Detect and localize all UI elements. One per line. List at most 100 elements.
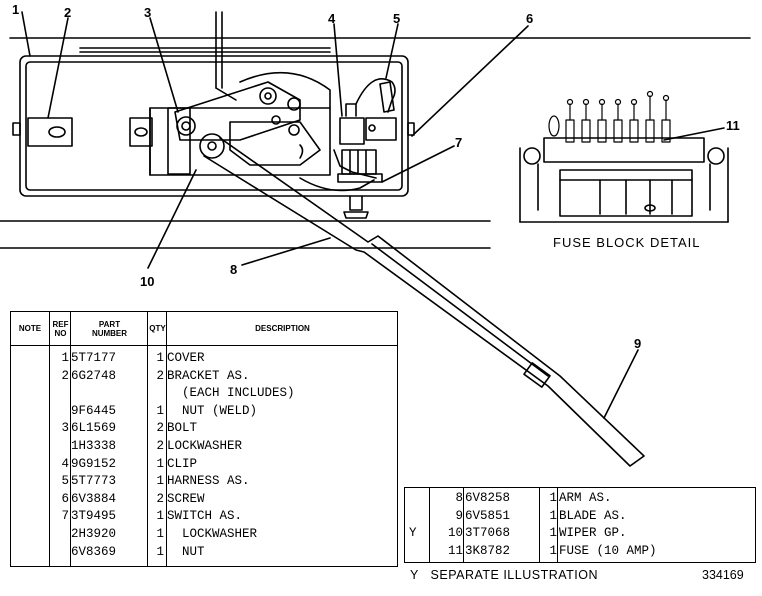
header-part-number: PART NUMBER xyxy=(91,319,128,338)
qty-cell: 1 xyxy=(549,543,557,558)
callout-2: 2 xyxy=(64,5,71,20)
callout-9: 9 xyxy=(634,336,641,351)
qty-cell: 1 xyxy=(156,544,164,559)
callout-4: 4 xyxy=(328,11,336,26)
ref-no-cell: 5 xyxy=(61,474,69,489)
part-number-cell: 6V3884 xyxy=(71,491,117,506)
header-qty: QTY xyxy=(149,324,166,333)
ref-no-cell: 1 xyxy=(61,351,69,365)
header-description: DESCRIPTION xyxy=(255,324,310,333)
part-number-cell: 5T7773 xyxy=(71,474,117,489)
description-cell: LOCKWASHER xyxy=(167,527,258,541)
parts-list-header: NOTE REF NO PART NUMBER QTY DESCRIPTION xyxy=(11,312,397,346)
callout-10: 10 xyxy=(140,274,154,289)
table-row: (EACH INCLUDES) xyxy=(11,385,397,402)
callout-7: 7 xyxy=(455,135,462,150)
parts-list-table: NOTE REF NO PART NUMBER QTY DESCRIPTION … xyxy=(10,311,398,567)
part-number-cell: 3K8782 xyxy=(465,543,511,558)
description-cell: BOLT xyxy=(167,421,198,436)
description-cell: CLIP xyxy=(167,456,198,471)
ref-no-cell: 10 xyxy=(447,526,463,541)
qty-cell: 2 xyxy=(156,439,164,453)
description-cell: (EACH INCLUDES) xyxy=(167,386,295,401)
part-number-cell: 5T7177 xyxy=(71,351,117,365)
description-cell: SCREW xyxy=(167,491,205,506)
ref-no-cell: 4 xyxy=(61,456,69,471)
description-cell: SWITCH AS. xyxy=(167,509,243,524)
qty-cell: 1 xyxy=(156,351,164,365)
part-number-cell: 2H3920 xyxy=(71,527,117,541)
description-cell: FUSE (10 AMP) xyxy=(559,543,657,558)
ref-no-cell: 3 xyxy=(61,421,69,436)
description-cell: BRACKET AS. xyxy=(167,368,250,383)
ref-no-cell: 9 xyxy=(455,508,463,523)
qty-cell: 1 xyxy=(549,526,557,541)
description-cell: NUT xyxy=(167,544,205,559)
part-number-cell: 3T7068 xyxy=(465,526,511,541)
qty-cell: 1 xyxy=(156,527,164,541)
qty-cell: 2 xyxy=(156,491,164,506)
table-row: 6V8369 1 NUT xyxy=(11,544,397,561)
column-divider xyxy=(557,488,558,562)
ref-no-cell: 7 xyxy=(61,509,69,524)
part-number-cell: 9G9152 xyxy=(71,456,117,471)
column-divider xyxy=(463,488,464,562)
qty-cell: 1 xyxy=(549,508,557,523)
note-cell: Y xyxy=(409,526,417,541)
description-cell: BLADE AS. xyxy=(559,508,627,523)
part-number-cell: 3T9495 xyxy=(71,509,117,524)
ref-no-cell: 6 xyxy=(61,491,69,506)
callout-6: 6 xyxy=(526,11,533,26)
callout-5: 5 xyxy=(393,11,400,26)
column-divider xyxy=(539,488,540,562)
drawing-number: 334169 xyxy=(702,568,744,582)
column-divider xyxy=(429,488,430,562)
qty-cell: 1 xyxy=(156,403,164,418)
ref-no-cell: 11 xyxy=(447,543,463,558)
part-number-cell: 1H3338 xyxy=(71,439,117,453)
fuse-block-detail-caption: FUSE BLOCK DETAIL xyxy=(553,235,701,250)
qty-cell: 1 xyxy=(156,509,164,524)
column-divider xyxy=(166,312,167,566)
callout-11: 11 xyxy=(726,118,740,133)
part-number-cell: 9F6445 xyxy=(71,403,117,418)
description-cell: HARNESS AS. xyxy=(167,474,250,489)
table-row: 9F6445 1 NUT (WELD) xyxy=(11,403,397,420)
callout-1: 1 xyxy=(12,2,19,17)
footnote-separate-illustration: Y SEPARATE ILLUSTRATION xyxy=(410,568,599,582)
callout-8: 8 xyxy=(230,262,237,277)
description-cell: NUT (WELD) xyxy=(167,403,258,418)
qty-cell: 2 xyxy=(156,421,164,436)
column-divider xyxy=(70,312,71,566)
ref-no-cell: 2 xyxy=(61,368,69,383)
header-note: NOTE xyxy=(18,324,42,333)
description-cell: COVER xyxy=(167,351,205,365)
qty-cell: 2 xyxy=(156,368,164,383)
table-row: 2H3920 1 LOCKWASHER xyxy=(11,526,397,543)
callout-3: 3 xyxy=(144,5,151,20)
qty-cell: 1 xyxy=(156,456,164,471)
part-number-cell: 6V8369 xyxy=(71,544,117,559)
qty-cell: 1 xyxy=(549,491,557,505)
part-number-cell: 6V8258 xyxy=(465,491,511,505)
part-number-cell: 6V5851 xyxy=(465,508,511,523)
part-number-cell: 6G2748 xyxy=(71,368,117,383)
header-ref-no: REF NO xyxy=(52,319,69,338)
column-divider xyxy=(147,312,148,566)
ref-no-cell: 8 xyxy=(455,491,463,505)
column-divider xyxy=(49,312,50,566)
